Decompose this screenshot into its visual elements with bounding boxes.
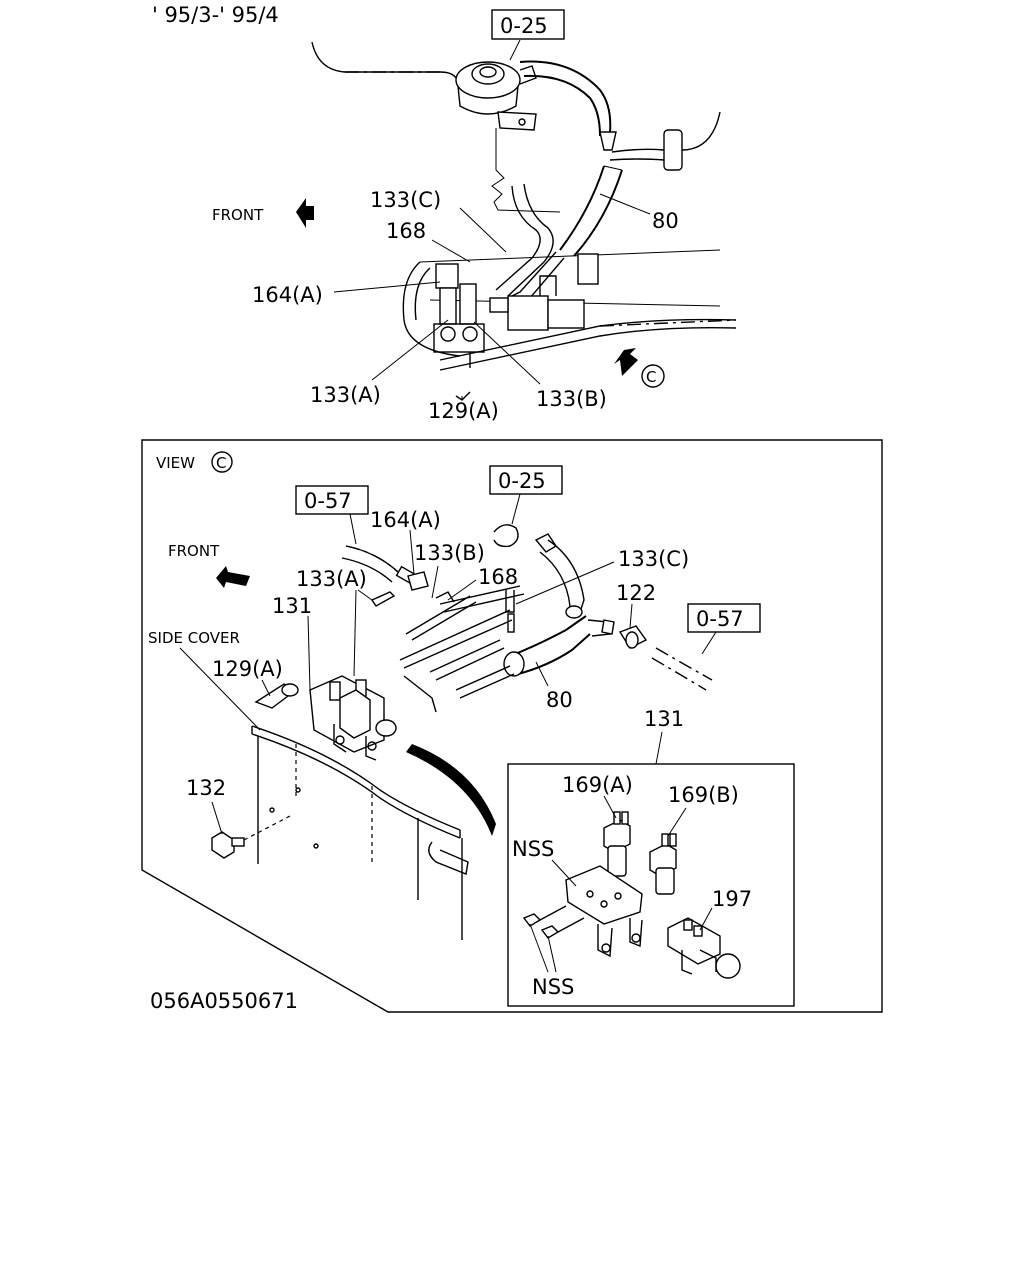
label-133b-top[interactable]: 133(B) (536, 387, 607, 411)
detail-bracket-assembly (522, 811, 741, 979)
view-c-marker: C (216, 454, 226, 472)
egr-valve (455, 61, 537, 131)
label-side-cover[interactable]: SIDE COVER (148, 629, 240, 647)
label-133b-view[interactable]: 133(B) (414, 541, 485, 565)
label-133a-view[interactable]: 133(A) (296, 567, 367, 591)
label-197[interactable]: 197 (712, 887, 752, 911)
top-assembly-view: 0-25 (212, 9, 737, 423)
label-132-view[interactable]: 132 (186, 776, 226, 800)
detail-inset-131 (507, 763, 795, 1007)
label-131-detail[interactable]: 131 (644, 707, 684, 731)
label-169a[interactable]: 169(A) (562, 773, 633, 797)
ref-box-057-left[interactable] (295, 485, 369, 515)
vsv-bracket-top (433, 263, 485, 368)
view-c-marker-top: C (646, 368, 656, 386)
front-label-view: FRONT (168, 542, 220, 560)
view-c-frame (141, 439, 883, 1013)
front-label-top: FRONT (212, 206, 264, 224)
ref-box-057-right[interactable] (687, 603, 761, 633)
label-nss-top[interactable]: NSS (512, 837, 554, 861)
ref-057-left: 0-57 (304, 489, 352, 513)
label-80-top[interactable]: 80 (652, 209, 679, 233)
ref-025-view: 0-25 (498, 469, 546, 493)
label-168-view[interactable]: 168 (478, 565, 518, 589)
label-168-top[interactable]: 168 (386, 219, 426, 243)
ref-box-025-view[interactable] (489, 465, 563, 495)
label-131-view[interactable]: 131 (272, 594, 312, 618)
bolt-132 (211, 815, 291, 859)
label-164a-view[interactable]: 164(A) (370, 508, 441, 532)
drawing-code: 056A0550671 (150, 989, 298, 1013)
label-133c-view[interactable]: 133(C) (618, 547, 689, 571)
label-nss-bottom[interactable]: NSS (532, 975, 574, 999)
front-arrow-view (216, 566, 250, 588)
view-c-title: VIEW (156, 454, 195, 472)
side-cover-panel (251, 725, 496, 940)
view-c-marker-circle (641, 364, 665, 388)
view-c-panel: VIEW C 0-57 0-25 0-57 FRONT (148, 451, 795, 1007)
label-133c-top[interactable]: 133(C) (370, 188, 441, 212)
view-c-arrow (614, 348, 638, 376)
label-129a-top[interactable]: 129(A) (428, 399, 499, 423)
bracket-131-assembly (309, 675, 397, 761)
label-169b[interactable]: 169(B) (668, 783, 739, 807)
label-133a-top[interactable]: 133(A) (310, 383, 381, 407)
ref-box-025-top[interactable] (491, 9, 565, 40)
vsv-unit-top (489, 253, 599, 331)
label-80-view[interactable]: 80 (546, 688, 573, 712)
label-164a-top[interactable]: 164(A) (252, 283, 323, 307)
label-129a-view[interactable]: 129(A) (212, 657, 283, 681)
front-arrow-top (296, 198, 314, 228)
ref-025-top: 0-25 (500, 14, 548, 38)
date-range: ' 95/3-' 95/4 (152, 3, 279, 27)
side-cover-curved-edge (406, 744, 496, 836)
ref-057-right: 0-57 (696, 607, 744, 631)
label-122-view[interactable]: 122 (616, 581, 656, 605)
